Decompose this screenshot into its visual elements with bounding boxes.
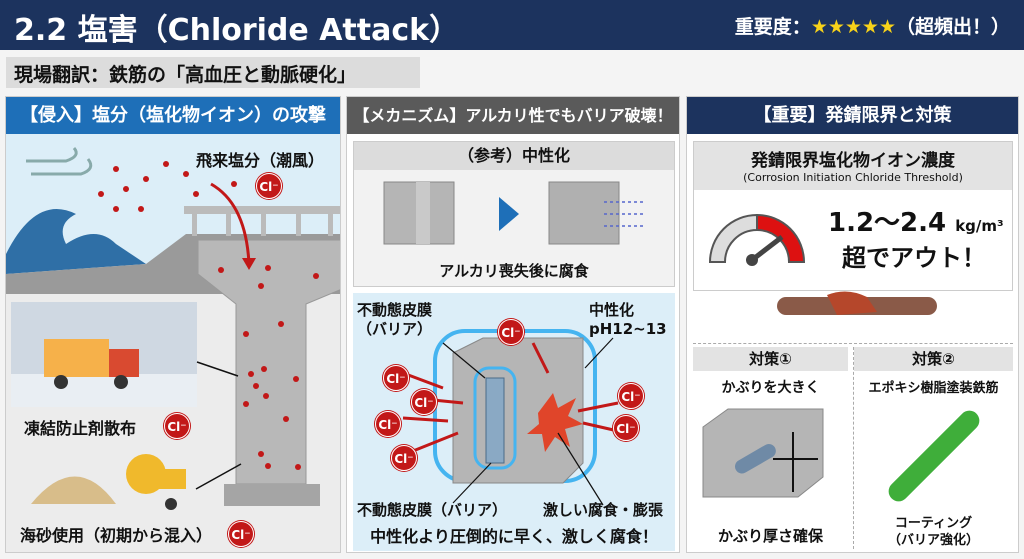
concrete-cover-icon bbox=[702, 408, 824, 498]
chloride-ion-icon: Cl⁻ bbox=[228, 521, 254, 547]
epoxy-coated-rebar-icon bbox=[888, 410, 980, 502]
measure-2-desc: エポキシ樹脂塗装鉄筋 bbox=[868, 381, 999, 396]
importance-label: 重要度： bbox=[734, 16, 811, 38]
threshold-english: (Corrosion Initiation Chloride Threshold… bbox=[743, 171, 963, 184]
measure-1-desc: かぶりを大きく bbox=[721, 380, 820, 396]
chloride-ion-icon: Cl⁻ bbox=[391, 445, 417, 471]
arrow-right-icon bbox=[499, 197, 519, 231]
measure-2-caption: コーティング（バリア強化） bbox=[887, 516, 979, 548]
rebar-attack-diagram bbox=[402, 329, 619, 506]
corrosion-burst bbox=[527, 393, 583, 452]
rusted-rebar-icon bbox=[777, 291, 937, 315]
subtitle: 現場翻訳：鉄筋の「高血圧と動脈硬化」 bbox=[6, 57, 420, 88]
reference-caption: アルカリ喪失後に腐食 bbox=[439, 262, 589, 280]
conclusion-text: 中性化より圧倒的に早く、激しく腐食！ bbox=[370, 527, 658, 546]
deicing-agent-label: 凍結防止剤散布 bbox=[24, 419, 137, 438]
measure-2-title: 対策② bbox=[854, 347, 1013, 371]
threshold-box: 発錆限界塩化物イオン濃度 (Corrosion Initiation Chlor… bbox=[693, 141, 1013, 291]
threshold-value: 1.2～2.4 kg/m³ bbox=[828, 208, 1004, 238]
panel-threshold-title: 【重要】発錆限界と対策 bbox=[687, 97, 1018, 134]
sea-sand-label: 海砂使用（初期から混入） bbox=[20, 526, 213, 545]
passive-film-label-bottom: 不動態皮膜（バリア） bbox=[357, 501, 508, 519]
passive-film-label-top: 不動態皮膜（バリア） bbox=[357, 301, 433, 338]
page-title: 2.2 塩害（Chloride Attack） bbox=[14, 13, 460, 48]
panel-intrusion: 【侵入】塩分（塩化物イオン）の攻撃 飛来塩分（潮風） Cl⁻ 凍結防止剤散布 C… bbox=[5, 96, 341, 553]
sea-sand-mixer-scene bbox=[31, 454, 186, 510]
wave-icon bbox=[6, 209, 146, 274]
bridge-illustration bbox=[6, 134, 340, 552]
chloride-ion-icon: Cl⁻ bbox=[613, 415, 639, 441]
truck-snow-scene bbox=[11, 302, 197, 407]
chloride-ion-icon: Cl⁻ bbox=[383, 365, 409, 391]
threshold-title: 発錆限界塩化物イオン濃度 bbox=[751, 151, 955, 171]
severe-corrosion-label: 激しい腐食・膨張 bbox=[543, 501, 664, 519]
chloride-ion-icon: Cl⁻ bbox=[498, 319, 524, 345]
wind-icon bbox=[26, 147, 93, 176]
airborne-salt-label: 飛来塩分（潮風） bbox=[196, 151, 325, 170]
neutralization-reference-box: （参考）中性化 アルカリ喪失後に腐食 bbox=[353, 141, 675, 287]
rebar bbox=[485, 377, 505, 464]
chloride-ion-icon: Cl⁻ bbox=[618, 383, 644, 409]
reference-title: （参考）中性化 bbox=[354, 142, 674, 170]
ph-label: pH12~13 bbox=[589, 320, 667, 338]
measure-1: 対策① かぶりを大きく かぶり厚さ確保 bbox=[693, 347, 848, 549]
panel-mechanism-title: 【メカニズム】アルカリ性でもバリア破壊！ bbox=[347, 97, 679, 134]
chloride-ion-icon: Cl⁻ bbox=[411, 389, 437, 415]
header-bar: 2.2 塩害（Chloride Attack） 重要度：★★★★★（超頻出！） bbox=[0, 0, 1024, 50]
panel-intrusion-title: 【侵入】塩分（塩化物イオン）の攻撃 bbox=[6, 97, 340, 134]
star-rating-icon: ★★★★★ bbox=[810, 16, 896, 38]
panel-threshold-measures: 【重要】発錆限界と対策 発錆限界塩化物イオン濃度 (Corrosion Init… bbox=[686, 96, 1019, 553]
panel-mechanism: 【メカニズム】アルカリ性でもバリア破壊！ （参考）中性化 アルカリ喪失後に腐食 … bbox=[346, 96, 680, 553]
chloride-ion-icon: Cl⁻ bbox=[375, 411, 401, 437]
measure-1-caption: かぶり厚さ確保 bbox=[717, 527, 823, 545]
measure-1-title: 対策① bbox=[693, 347, 848, 371]
importance-rating: 重要度：★★★★★（超頻出！） bbox=[735, 12, 1010, 39]
measure-2: 対策② エポキシ樹脂塗装鉄筋 コーティング（バリア強化） bbox=[853, 347, 1013, 549]
gauge-icon bbox=[708, 213, 806, 266]
threshold-unit: kg/m³ bbox=[955, 217, 1004, 235]
threshold-out-text: 超でアウト！ bbox=[842, 244, 986, 272]
chloride-ion-icon: Cl⁻ bbox=[256, 173, 282, 199]
chloride-ion-icon: Cl⁻ bbox=[164, 413, 190, 439]
neutralization-diagram bbox=[383, 181, 644, 245]
importance-note: （超頻出！） bbox=[895, 16, 1010, 38]
